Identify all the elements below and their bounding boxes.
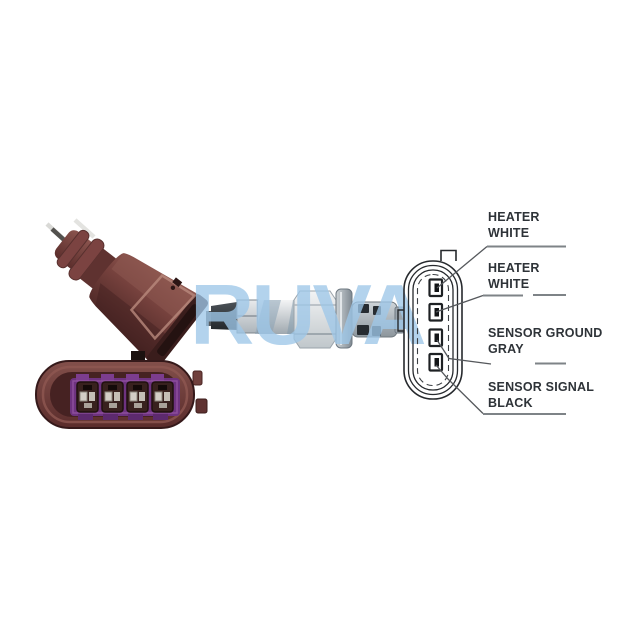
label-rules [483,245,566,415]
pin-label-wire-color: GRAY [488,341,524,356]
pin-label-function: HEATER [488,210,540,224]
pin-label-function: HEATER [488,261,540,275]
watermark-text: RUVA [190,266,427,363]
pin-label-sensor-ground: SENSOR GROUND GRAY [488,326,602,357]
pin-label-heater-2: HEATER WHITE [488,261,540,292]
leader-lines [435,245,492,414]
brown-4pin-connector-plug-icon [54,229,209,368]
side-tab-icon [397,309,405,332]
pin-label-heater-1: HEATER WHITE [488,210,540,241]
terminal-sockets [76,381,174,413]
pin-label-function: SENSOR SIGNAL [488,380,595,394]
pin-label-wire-color: WHITE [488,225,530,240]
pin-label-wire-color: BLACK [488,395,533,410]
oxygen-sensor-body-icon [206,288,405,349]
brown-4pin-connector-front-icon [35,351,208,429]
pin-label-sensor-signal: SENSOR SIGNAL BLACK [488,380,594,411]
connector-pins [428,278,444,372]
latch-tab-icon [440,249,457,261]
pin-label-wire-color: WHITE [488,276,530,291]
pin-label-function: SENSOR GROUND [488,326,603,340]
4pin-connector-outline-icon [397,249,463,400]
